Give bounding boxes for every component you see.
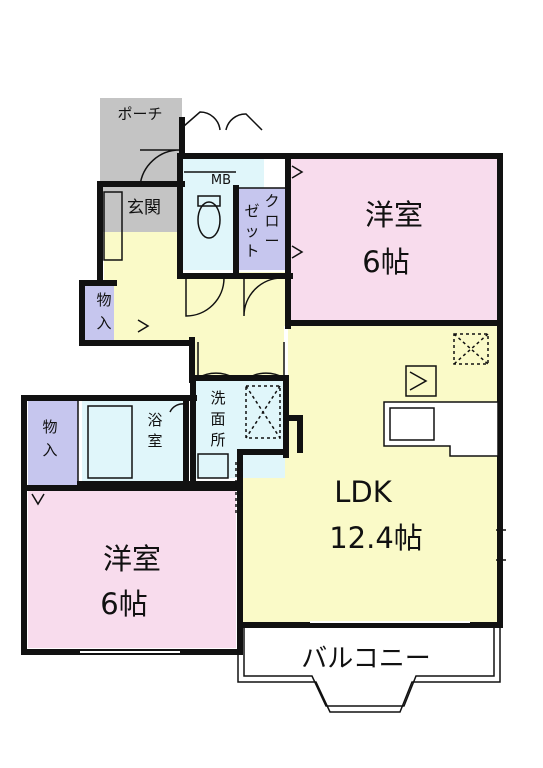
door-wash-left <box>197 342 235 380</box>
door-corridor-right <box>243 277 283 317</box>
western-room-top-area <box>290 158 498 320</box>
western-room-top-name: 洋室 <box>365 198 423 232</box>
storage-upper-area <box>84 286 114 340</box>
western-room-bottom-size: 6帖 <box>100 587 147 621</box>
thin-walls <box>28 171 501 713</box>
toilet-fixture <box>197 201 221 239</box>
doors <box>31 111 506 653</box>
bath-label-2: 室 <box>147 432 162 450</box>
western-room-bottom-area <box>28 488 236 648</box>
svg-text:ト: ト <box>244 242 259 260</box>
svg-text:ゼ: ゼ <box>244 202 259 220</box>
svg-text:ロ: ロ <box>264 212 279 230</box>
porch-area <box>100 98 182 184</box>
room-labels: ポーチ 玄関 MB ク ロ ー ゼ ッ ト 物 入 洋室 6帖 浴 室 洗 面 … <box>42 105 430 674</box>
storage-upper-label-2: 入 <box>96 314 111 332</box>
door-entrance <box>139 149 181 187</box>
washroom-label-1: 洗 <box>210 389 225 407</box>
storage-upper-label-1: 物 <box>96 291 111 309</box>
porch-label: ポーチ <box>117 105 162 123</box>
entrance-area <box>100 186 180 232</box>
washing-machine-pan <box>245 385 281 439</box>
entrance-label: 玄関 <box>127 198 161 218</box>
refrigerator-space <box>405 365 437 397</box>
door-porch-left <box>183 111 221 131</box>
washroom-label-2: 面 <box>210 410 225 428</box>
door-porch-right <box>225 113 263 131</box>
kitchen-counter <box>383 401 499 457</box>
western-room-top-size: 6帖 <box>362 245 409 279</box>
bath-label-1: 浴 <box>147 411 162 429</box>
ldk-name: LDK <box>334 475 392 509</box>
closet-label: ク ロ ー ゼ ッ ト <box>244 192 279 260</box>
ldk-size: 12.4帖 <box>329 521 423 555</box>
western-room-bottom-name: 洋室 <box>103 542 161 576</box>
storage-left-label-2: 入 <box>42 441 57 459</box>
door-wash-right <box>247 342 285 380</box>
fixtures <box>197 195 499 479</box>
ldk-area <box>240 326 498 622</box>
washroom-label-3: 所 <box>210 431 225 449</box>
svg-text:ッ: ッ <box>244 222 259 240</box>
room-fills <box>28 98 500 680</box>
balcony-area <box>238 628 500 680</box>
closet-area <box>238 188 286 270</box>
svg-text:ー: ー <box>264 232 279 250</box>
bath-area <box>82 400 186 482</box>
storage-left-label-1: 物 <box>42 418 57 436</box>
balcony-label: バルコニー <box>301 644 430 674</box>
svg-text:ク: ク <box>264 192 279 210</box>
mb-area <box>180 158 264 188</box>
door-corridor-left <box>185 277 225 317</box>
storage-left-area <box>28 400 78 486</box>
toilet-area <box>183 188 236 270</box>
wash-basin <box>197 453 229 479</box>
ventilation <box>453 333 489 365</box>
corridor-area <box>104 232 290 378</box>
mb-label: MB <box>211 173 231 188</box>
